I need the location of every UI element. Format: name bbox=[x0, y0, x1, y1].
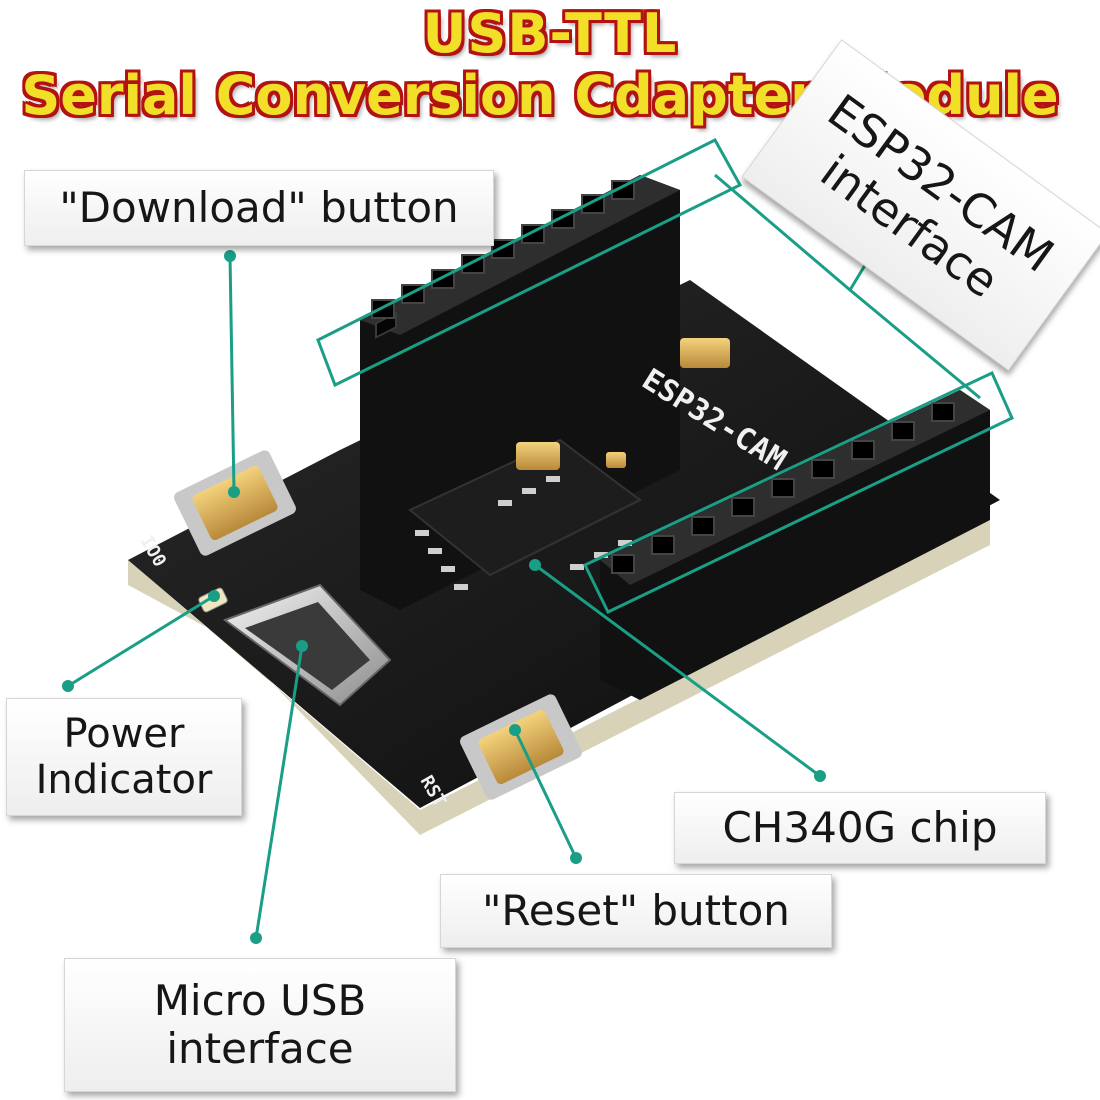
pcb-edge bbox=[128, 520, 990, 835]
callout-lines bbox=[67, 173, 981, 939]
title-line-1: USB-TTL bbox=[422, 2, 678, 65]
header-holes-front bbox=[611, 402, 955, 574]
esp-bracket-outlines bbox=[316, 138, 1014, 614]
power-label-line-1: Power bbox=[63, 711, 185, 757]
power-indicator-label: Power Indicator bbox=[6, 698, 242, 816]
capacitor bbox=[680, 338, 730, 368]
capacitor bbox=[606, 452, 626, 468]
usb-label-line-2: interface bbox=[166, 1024, 354, 1073]
micro-usb-interface-label: Micro USB interface bbox=[64, 958, 456, 1092]
reset-button-part bbox=[460, 694, 582, 800]
usb-label-line-1: Micro USB bbox=[153, 975, 367, 1025]
download-button-part bbox=[174, 450, 296, 556]
ch340g-chip-label: CH340G chip bbox=[674, 792, 1046, 864]
power-label-line-2: Indicator bbox=[35, 757, 213, 803]
ch340-chip bbox=[408, 438, 642, 590]
header-holes-back bbox=[371, 180, 635, 319]
reset-button-label: "Reset" button bbox=[440, 874, 832, 948]
download-button-label: "Download" button bbox=[24, 170, 494, 246]
capacitor bbox=[516, 442, 560, 470]
